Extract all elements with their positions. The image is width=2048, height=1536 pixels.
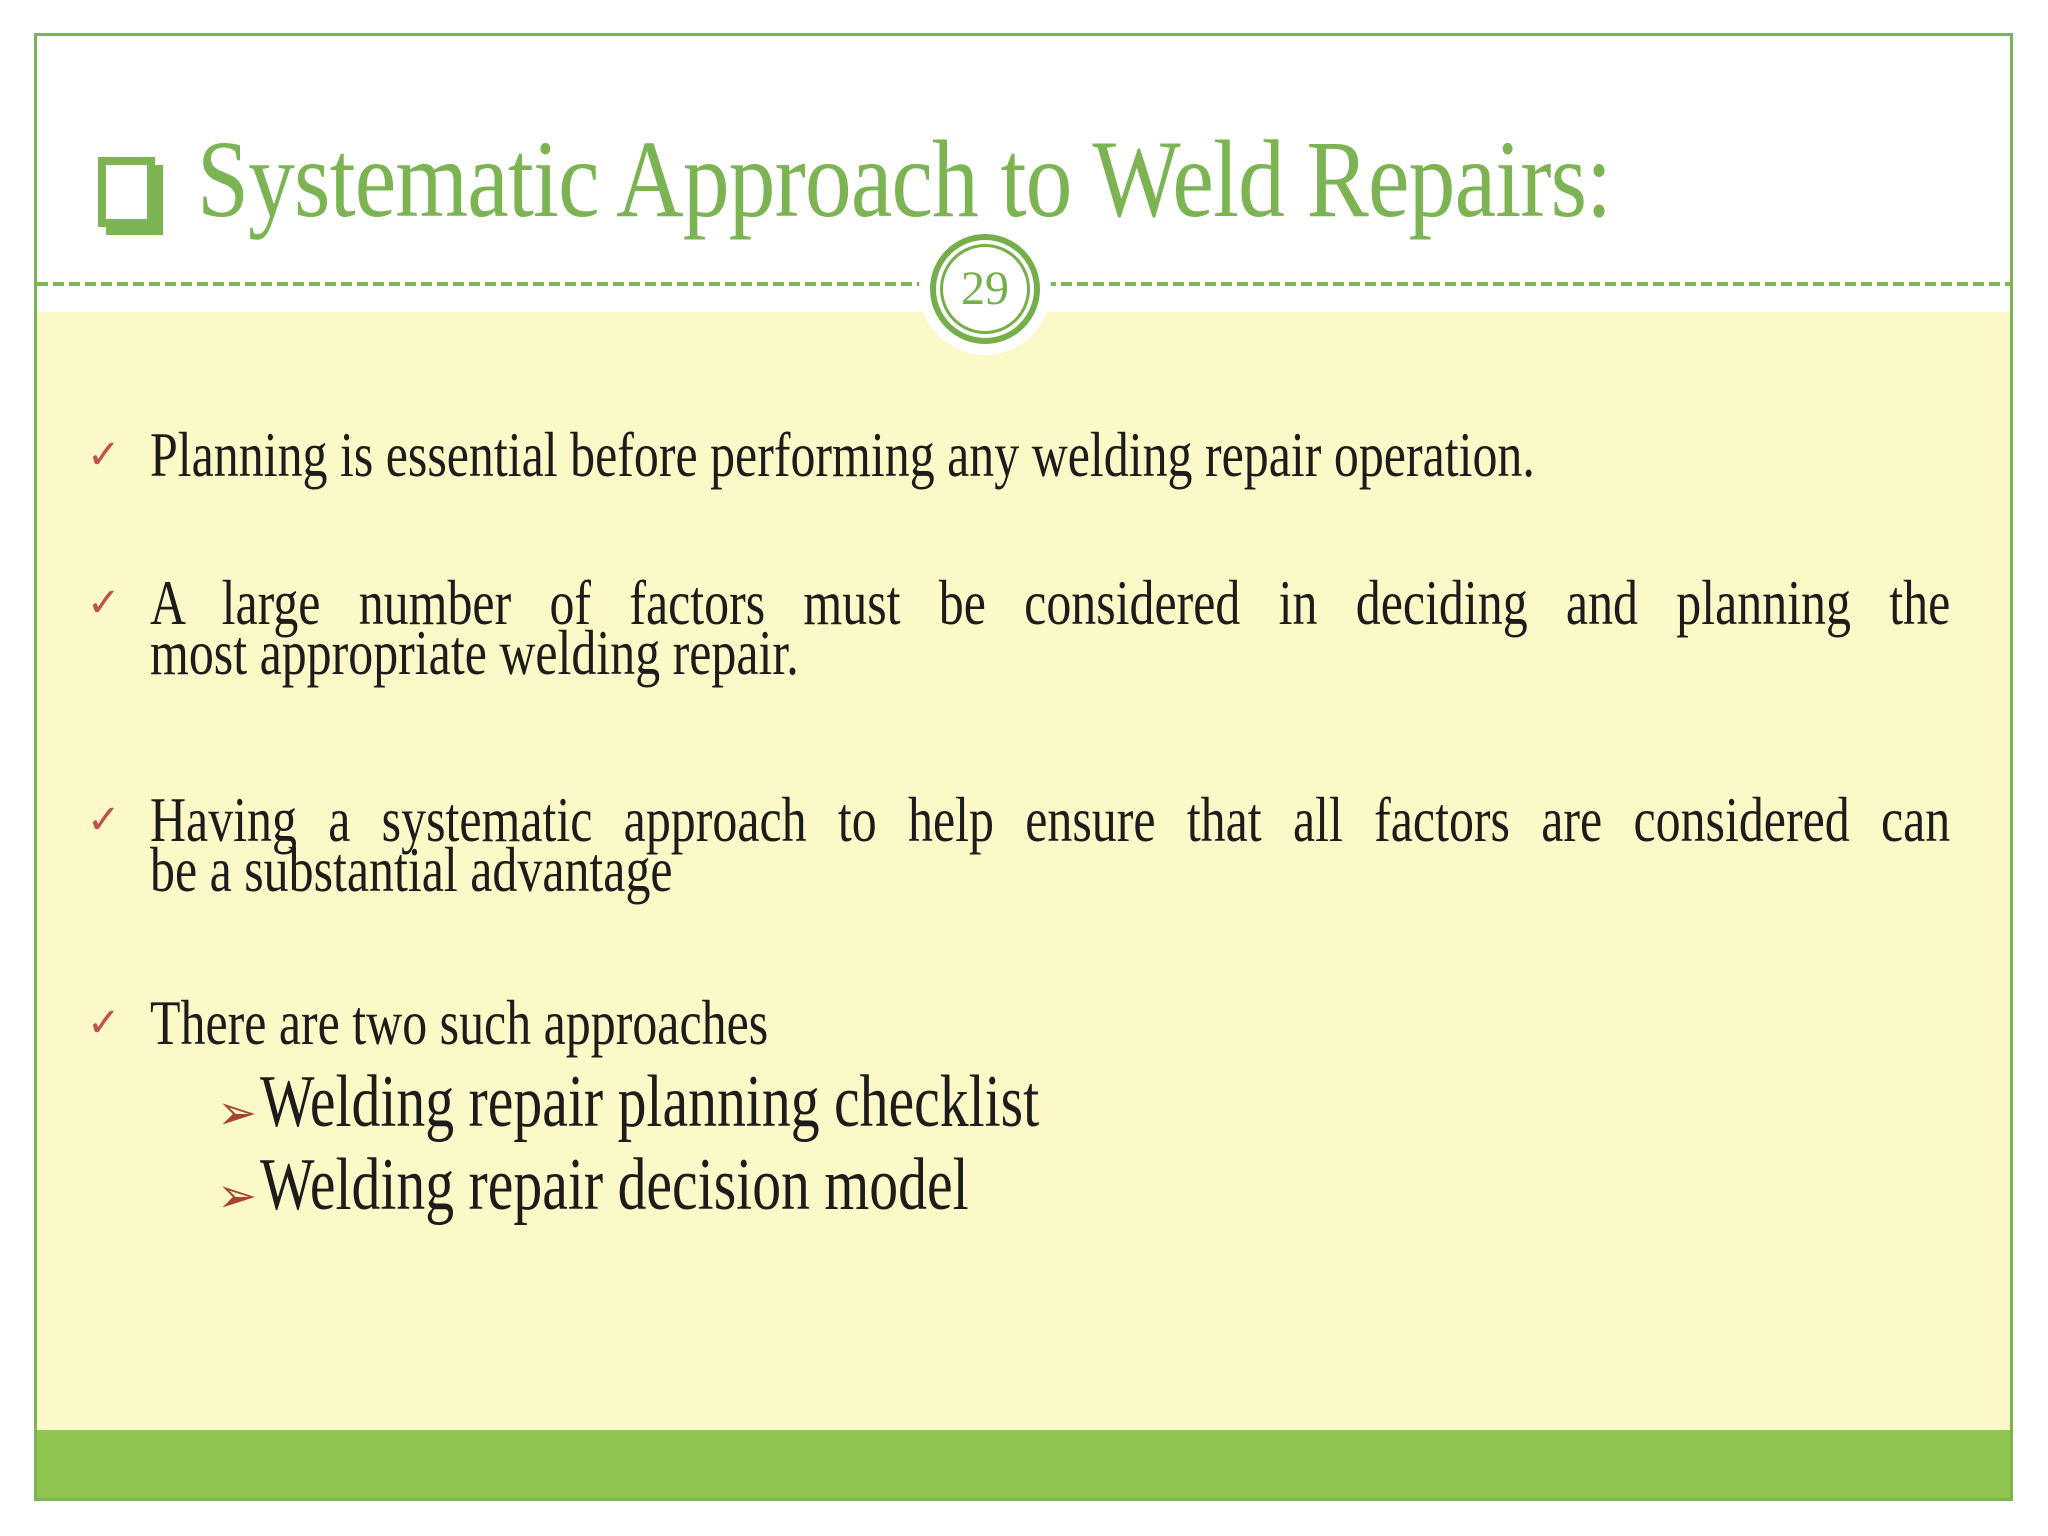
bullet-line: most appropriate welding repair. bbox=[150, 617, 799, 688]
checkmark-icon: ✓ bbox=[87, 797, 121, 843]
slide-frame: Systematic Approach to Weld Repairs: 29 … bbox=[34, 33, 2013, 1501]
arrow-bullet-icon: ➢ bbox=[217, 1168, 258, 1224]
bullet-text: There are two such approaches bbox=[150, 987, 1950, 1058]
sub-bullet-label: Welding repair decision model bbox=[260, 1144, 969, 1226]
page-number-inner-ring: 29 bbox=[940, 244, 1030, 334]
bullet-text: Planning is essential before performing … bbox=[150, 419, 1950, 490]
page-number: 29 bbox=[961, 262, 1009, 315]
bullet-line: A large number of factors must be consid… bbox=[150, 567, 1951, 638]
checkbox-bullet-icon bbox=[98, 157, 155, 227]
footer-bar bbox=[37, 1430, 2010, 1498]
slide-frame-inner: Systematic Approach to Weld Repairs: 29 … bbox=[37, 36, 2010, 1498]
bullet-line: There are two such approaches bbox=[150, 987, 769, 1058]
checkmark-icon: ✓ bbox=[87, 1000, 121, 1046]
checkmark-icon: ✓ bbox=[87, 432, 121, 478]
slide-title: Systematic Approach to Weld Repairs: bbox=[197, 118, 1612, 240]
content-area bbox=[37, 312, 2010, 1430]
arrow-bullet-icon: ➢ bbox=[217, 1085, 258, 1141]
sub-bullet-label: Welding repair planning checklist bbox=[260, 1061, 1040, 1143]
checkmark-icon: ✓ bbox=[87, 580, 121, 626]
bullet-line: Planning is essential before performing … bbox=[150, 419, 1535, 490]
page-number-badge: 29 bbox=[919, 223, 1051, 355]
bullet-line: Having a systematic approach to help ens… bbox=[150, 784, 1951, 855]
bullet-line: be a substantial advantage bbox=[150, 834, 673, 905]
bullet-text: Having a systematic approach to help ens… bbox=[150, 784, 1951, 905]
bullet-text: A large number of factors must be consid… bbox=[150, 567, 1951, 688]
page-number-outer-ring: 29 bbox=[930, 234, 1040, 344]
